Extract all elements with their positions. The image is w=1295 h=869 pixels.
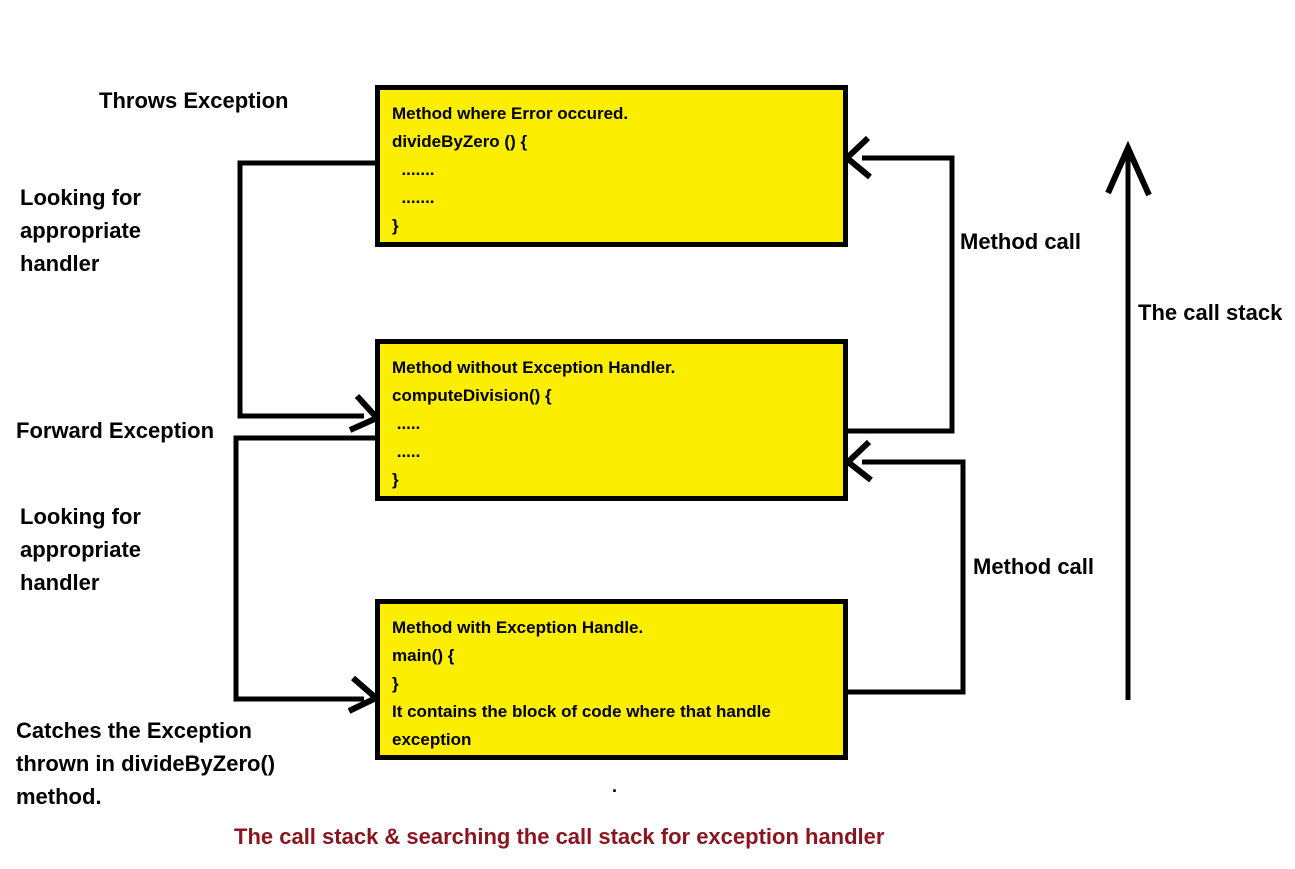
box-line: } [392, 216, 399, 235]
box-line: computeDivision() { [392, 386, 552, 405]
label-catches-exception: Catches the Exception thrown in divideBy… [16, 718, 276, 809]
box-line: Method with Exception Handle. [392, 618, 644, 637]
label-method-call-top: Method call [960, 229, 1082, 254]
label-the-call-stack: The call stack [1138, 300, 1283, 325]
arrow-method-call-bottom [843, 439, 966, 695]
arrow-forward-exception-2 [233, 435, 382, 714]
box-line: ..... [392, 414, 421, 433]
diagram-caption: The call stack & searching the call stac… [234, 824, 885, 849]
box-line: } [392, 674, 399, 693]
arrow-call-stack [1105, 140, 1152, 700]
arrow-forward-exception-1 [237, 160, 383, 433]
label-throws-exception: Throws Exception [99, 88, 289, 113]
box-line: ....... [392, 160, 435, 179]
label-looking-for-handler-top: Looking for appropriate handler [20, 185, 142, 276]
box-line: divideByZero () { [392, 132, 528, 151]
box-line: Method where Error occured. [392, 104, 629, 123]
box-line: It contains the block of code where that… [392, 702, 776, 749]
box-line: ....... [392, 188, 435, 207]
stray-dot: . [612, 776, 618, 796]
box-line: main() { [392, 646, 455, 665]
box-line: } [392, 470, 399, 489]
label-method-call-bottom: Method call [973, 554, 1095, 579]
box-compute-division: Method without Exception Handler. comput… [375, 339, 848, 501]
box-divide-by-zero: Method where Error occured. divideByZero… [375, 85, 848, 247]
label-forward-exception: Forward Exception [16, 418, 215, 443]
arrow-method-call-top [842, 135, 955, 434]
box-line: ..... [392, 442, 421, 461]
label-looking-for-handler-bottom: Looking for appropriate handler [20, 504, 142, 595]
box-line: Method without Exception Handler. [392, 358, 676, 377]
box-main: Method with Exception Handle. main() { }… [375, 599, 848, 760]
